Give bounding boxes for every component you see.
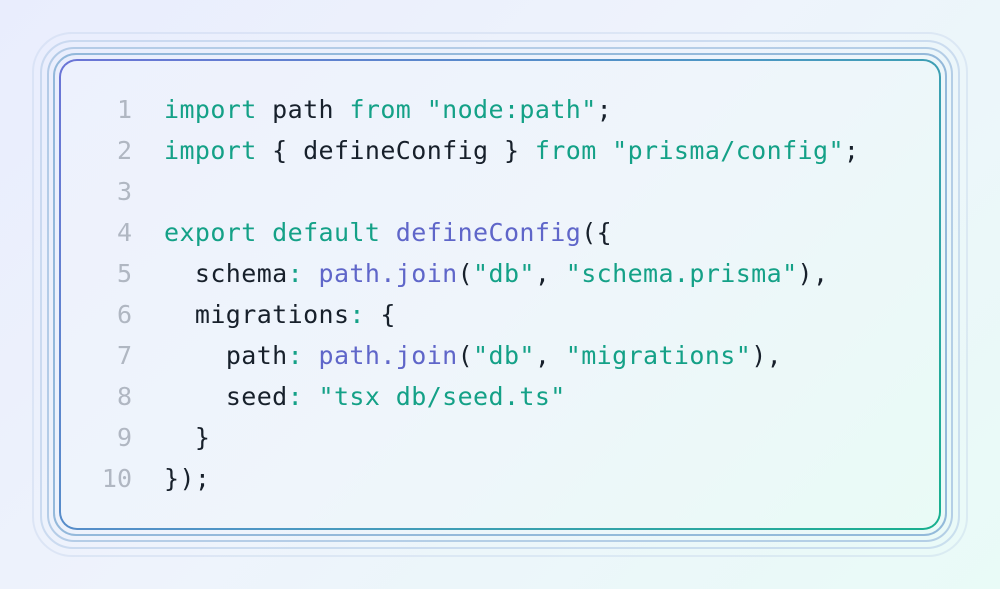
keyword-token: default <box>272 218 381 247</box>
property-token: schema <box>194 259 288 288</box>
punctuation-token: { <box>256 136 304 165</box>
punctuation-token <box>380 218 395 247</box>
line-number: 1 <box>116 95 132 124</box>
line-number: 4 <box>116 218 132 247</box>
punctuation-token <box>411 95 426 124</box>
punctuation-token <box>303 259 318 288</box>
code-text: seed: "tsx db/seed.ts" <box>164 376 566 417</box>
code-text: } <box>164 417 210 458</box>
punctuation-token: ; <box>843 136 860 165</box>
line-number: 2 <box>116 136 132 165</box>
punctuation-token <box>257 218 272 247</box>
punctuation-token: }); <box>164 464 211 493</box>
line-number: 9 <box>116 423 132 452</box>
punctuation-token: ({ <box>581 218 613 247</box>
keyword-token: : <box>287 341 304 370</box>
code-card <box>59 59 941 530</box>
line-number: 3 <box>116 177 132 206</box>
code-text: import path from "node:path"; <box>164 89 612 130</box>
keyword-token: import <box>164 136 257 165</box>
punctuation-token: ), <box>797 259 829 288</box>
punctuation-token <box>597 136 612 165</box>
keyword-token: : <box>287 259 304 288</box>
punctuation-token <box>334 95 349 124</box>
function-token: path.join <box>318 259 458 288</box>
string-token: "db" <box>473 341 535 370</box>
string-token: "migrations" <box>565 341 752 370</box>
string-token: "schema.prisma" <box>565 259 798 288</box>
punctuation-token <box>164 259 195 288</box>
punctuation-token <box>164 341 226 370</box>
punctuation-token <box>257 95 272 124</box>
code-text: path: path.join("db", "migrations"), <box>164 335 782 376</box>
punctuation-token: ( <box>457 259 474 288</box>
punctuation-token: { <box>364 300 396 329</box>
keyword-token: from <box>534 136 597 165</box>
punctuation-token: } <box>488 136 535 165</box>
property-token: seed <box>225 382 288 411</box>
property-token: migrations <box>194 300 350 329</box>
line-number: 7 <box>116 341 132 370</box>
keyword-token: : <box>349 300 365 329</box>
function-token: defineConfig <box>395 218 582 247</box>
keyword-token: export <box>164 218 257 247</box>
string-token: "db" <box>473 259 535 288</box>
punctuation-token <box>164 382 226 411</box>
punctuation-token: } <box>164 423 211 452</box>
keyword-token: : <box>287 382 304 411</box>
punctuation-token: ( <box>457 341 474 370</box>
identifier-token: defineConfig <box>303 136 489 165</box>
keyword-token: import <box>164 95 257 124</box>
outer-glow-ring-1 <box>53 53 947 536</box>
outer-glow-ring-4 <box>32 32 968 557</box>
code-text: schema: path.join("db", "schema.prisma")… <box>164 253 828 294</box>
line-number: 10 <box>101 464 132 493</box>
code-text: export default defineConfig({ <box>164 212 612 253</box>
string-token: "prisma/config" <box>612 136 844 165</box>
outer-glow-ring-2 <box>47 47 953 542</box>
code-text: }); <box>164 458 210 499</box>
string-token: "node:path" <box>426 95 597 124</box>
code-text: import { defineConfig } from "prisma/con… <box>164 130 859 171</box>
identifier-token: path <box>272 95 334 124</box>
punctuation-token: ), <box>751 341 783 370</box>
function-token: path.join <box>318 341 458 370</box>
line-number: 5 <box>116 259 132 288</box>
outer-glow-ring-3 <box>40 40 960 549</box>
keyword-token: from <box>349 95 412 124</box>
punctuation-token: , <box>534 259 566 288</box>
punctuation-token <box>164 300 195 329</box>
string-token: "tsx db/seed.ts" <box>318 382 566 411</box>
line-number: 6 <box>116 300 132 329</box>
punctuation-token: ; <box>596 95 613 124</box>
punctuation-token: , <box>534 341 566 370</box>
line-number: 8 <box>116 382 132 411</box>
punctuation-token <box>303 341 318 370</box>
property-token: path <box>225 341 288 370</box>
punctuation-token <box>303 382 318 411</box>
code-text: migrations: { <box>164 294 396 335</box>
